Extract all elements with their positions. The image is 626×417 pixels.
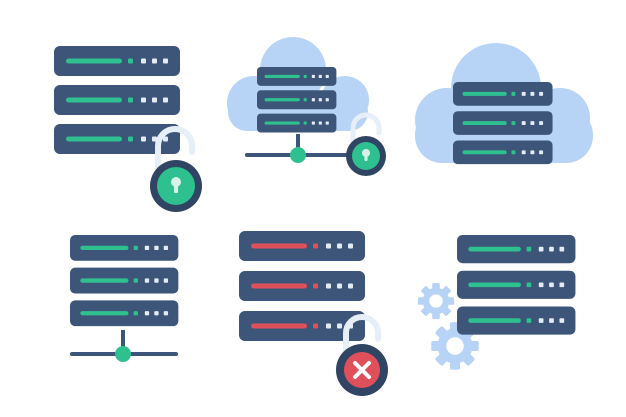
server-unit	[54, 46, 180, 76]
server-unit	[257, 90, 337, 110]
network-connector	[70, 330, 178, 362]
server-rack-gears-icon	[417, 235, 576, 370]
server-rack	[453, 82, 553, 165]
server-unit	[70, 300, 179, 327]
server-unit	[453, 82, 553, 106]
server-rack-network-icon	[70, 235, 179, 362]
padlock-icon	[150, 126, 202, 212]
padlock-icon	[346, 112, 386, 176]
server-unit	[239, 231, 365, 261]
network-connector	[245, 134, 365, 163]
server-unit	[257, 113, 337, 133]
server-rack-error-padlock-icon	[239, 231, 388, 396]
cloud-server-icon	[415, 43, 593, 165]
server-rack	[70, 235, 179, 327]
server-unit	[457, 270, 576, 299]
server-unit	[457, 235, 576, 264]
server-unit	[457, 306, 576, 335]
server-rack-padlock-icon	[54, 46, 202, 212]
server-unit	[239, 271, 365, 301]
server-unit	[70, 235, 179, 261]
server-rack	[457, 235, 576, 335]
server-unit	[453, 140, 553, 165]
server-rack	[257, 67, 337, 133]
gear-icon	[417, 282, 455, 320]
cloud-server-network-padlock-icon	[227, 37, 386, 176]
close-icon	[353, 361, 371, 379]
padlock-error-icon	[336, 314, 388, 396]
server-unit	[257, 67, 337, 86]
server-unit	[453, 111, 553, 135]
server-unit	[54, 85, 180, 115]
server-unit	[70, 267, 179, 294]
